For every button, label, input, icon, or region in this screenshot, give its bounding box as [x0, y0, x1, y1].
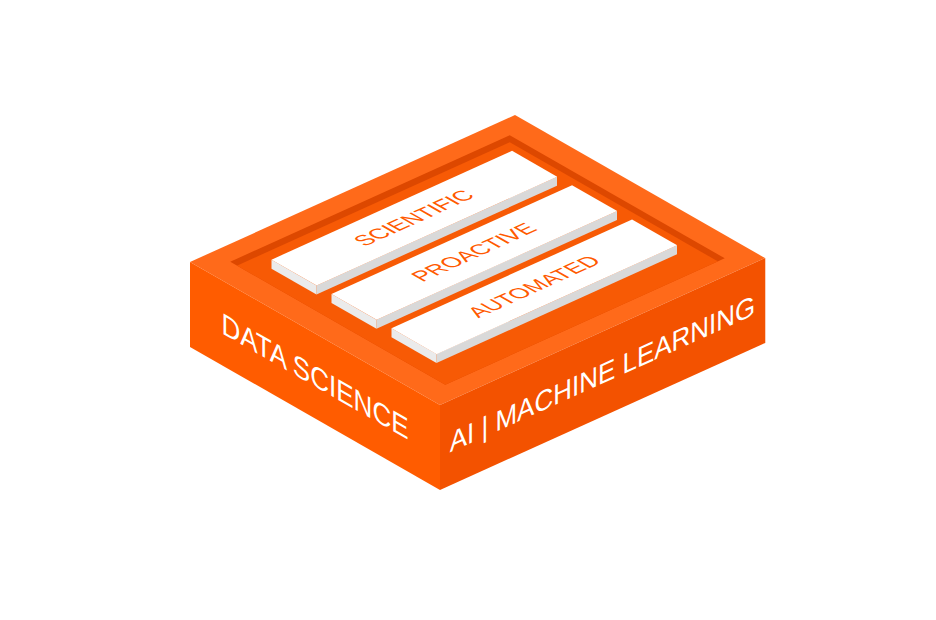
face-label: DATA SCIENCE: [221, 307, 408, 444]
